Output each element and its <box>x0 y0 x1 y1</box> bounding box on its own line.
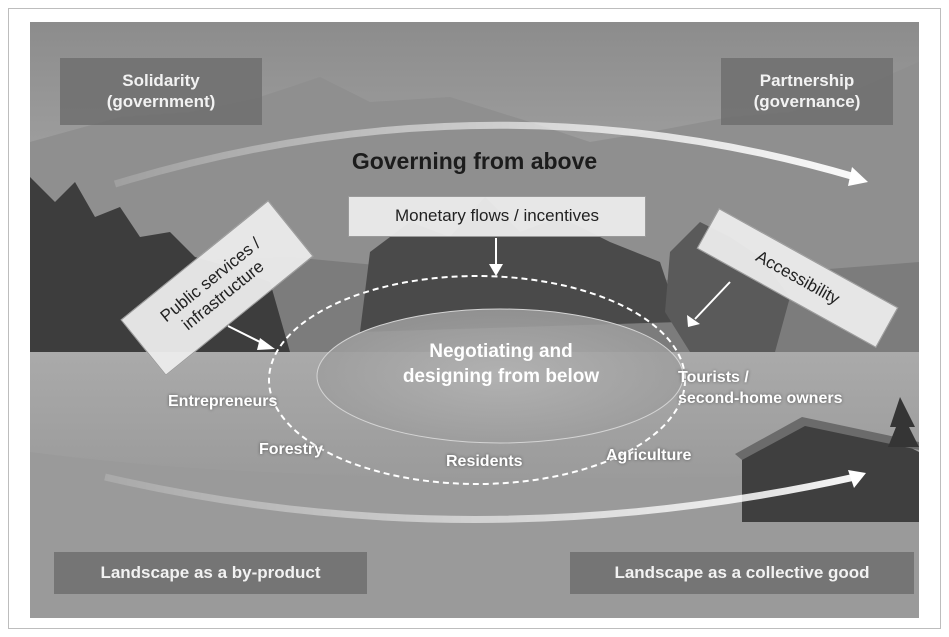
tourists-line-2: second-home owners <box>678 389 843 407</box>
bottom-arc-arrow <box>104 473 856 523</box>
monetary-arrowhead <box>489 264 503 276</box>
residents-label: Residents <box>446 453 523 470</box>
trees-center <box>360 197 680 332</box>
public-services-arrowhead <box>257 338 275 350</box>
solidarity-box: Solidarity (government) <box>60 58 262 125</box>
government-label: (government) <box>106 91 216 111</box>
tourists-line-1: Tourists / <box>678 369 749 386</box>
diagram-title: Governing from above <box>351 148 598 174</box>
barn <box>742 422 919 522</box>
center-line-1: Negotiating and <box>429 341 573 362</box>
accessibility-arrow <box>694 281 731 320</box>
landscape-byproduct-box: Landscape as a by-product <box>54 552 367 594</box>
top-arc-arrow <box>113 121 856 188</box>
bottom-arc-arrowhead <box>848 470 866 488</box>
partnership-box: Partnership (governance) <box>721 58 893 125</box>
tourists-label: Tourists / second-home owners <box>678 368 842 410</box>
diagram-scene: Solidarity (government) Partnership (gov… <box>30 22 919 618</box>
center-line-2: designing from below <box>402 365 600 387</box>
accessibility-arrowhead <box>687 315 700 327</box>
landscape-collective-good-box: Landscape as a collective good <box>570 552 914 594</box>
entrepreneurs-label: Entrepreneurs <box>168 393 278 410</box>
center-label: Negotiating and designing from below <box>320 340 682 389</box>
forestry-label: Forestry <box>259 441 324 458</box>
top-arc-arrowhead <box>848 167 868 186</box>
monetary-flows-box: Monetary flows / incentives <box>348 196 646 237</box>
barn-roof <box>735 417 919 460</box>
agriculture-label: Agriculture <box>606 447 692 464</box>
solidarity-label: Solidarity <box>122 71 200 91</box>
dashed-ellipse <box>268 275 686 485</box>
fir-right <box>888 397 919 447</box>
governance-label: (governance) <box>753 91 861 111</box>
center-oval <box>316 308 684 444</box>
partnership-label: Partnership <box>759 71 855 91</box>
